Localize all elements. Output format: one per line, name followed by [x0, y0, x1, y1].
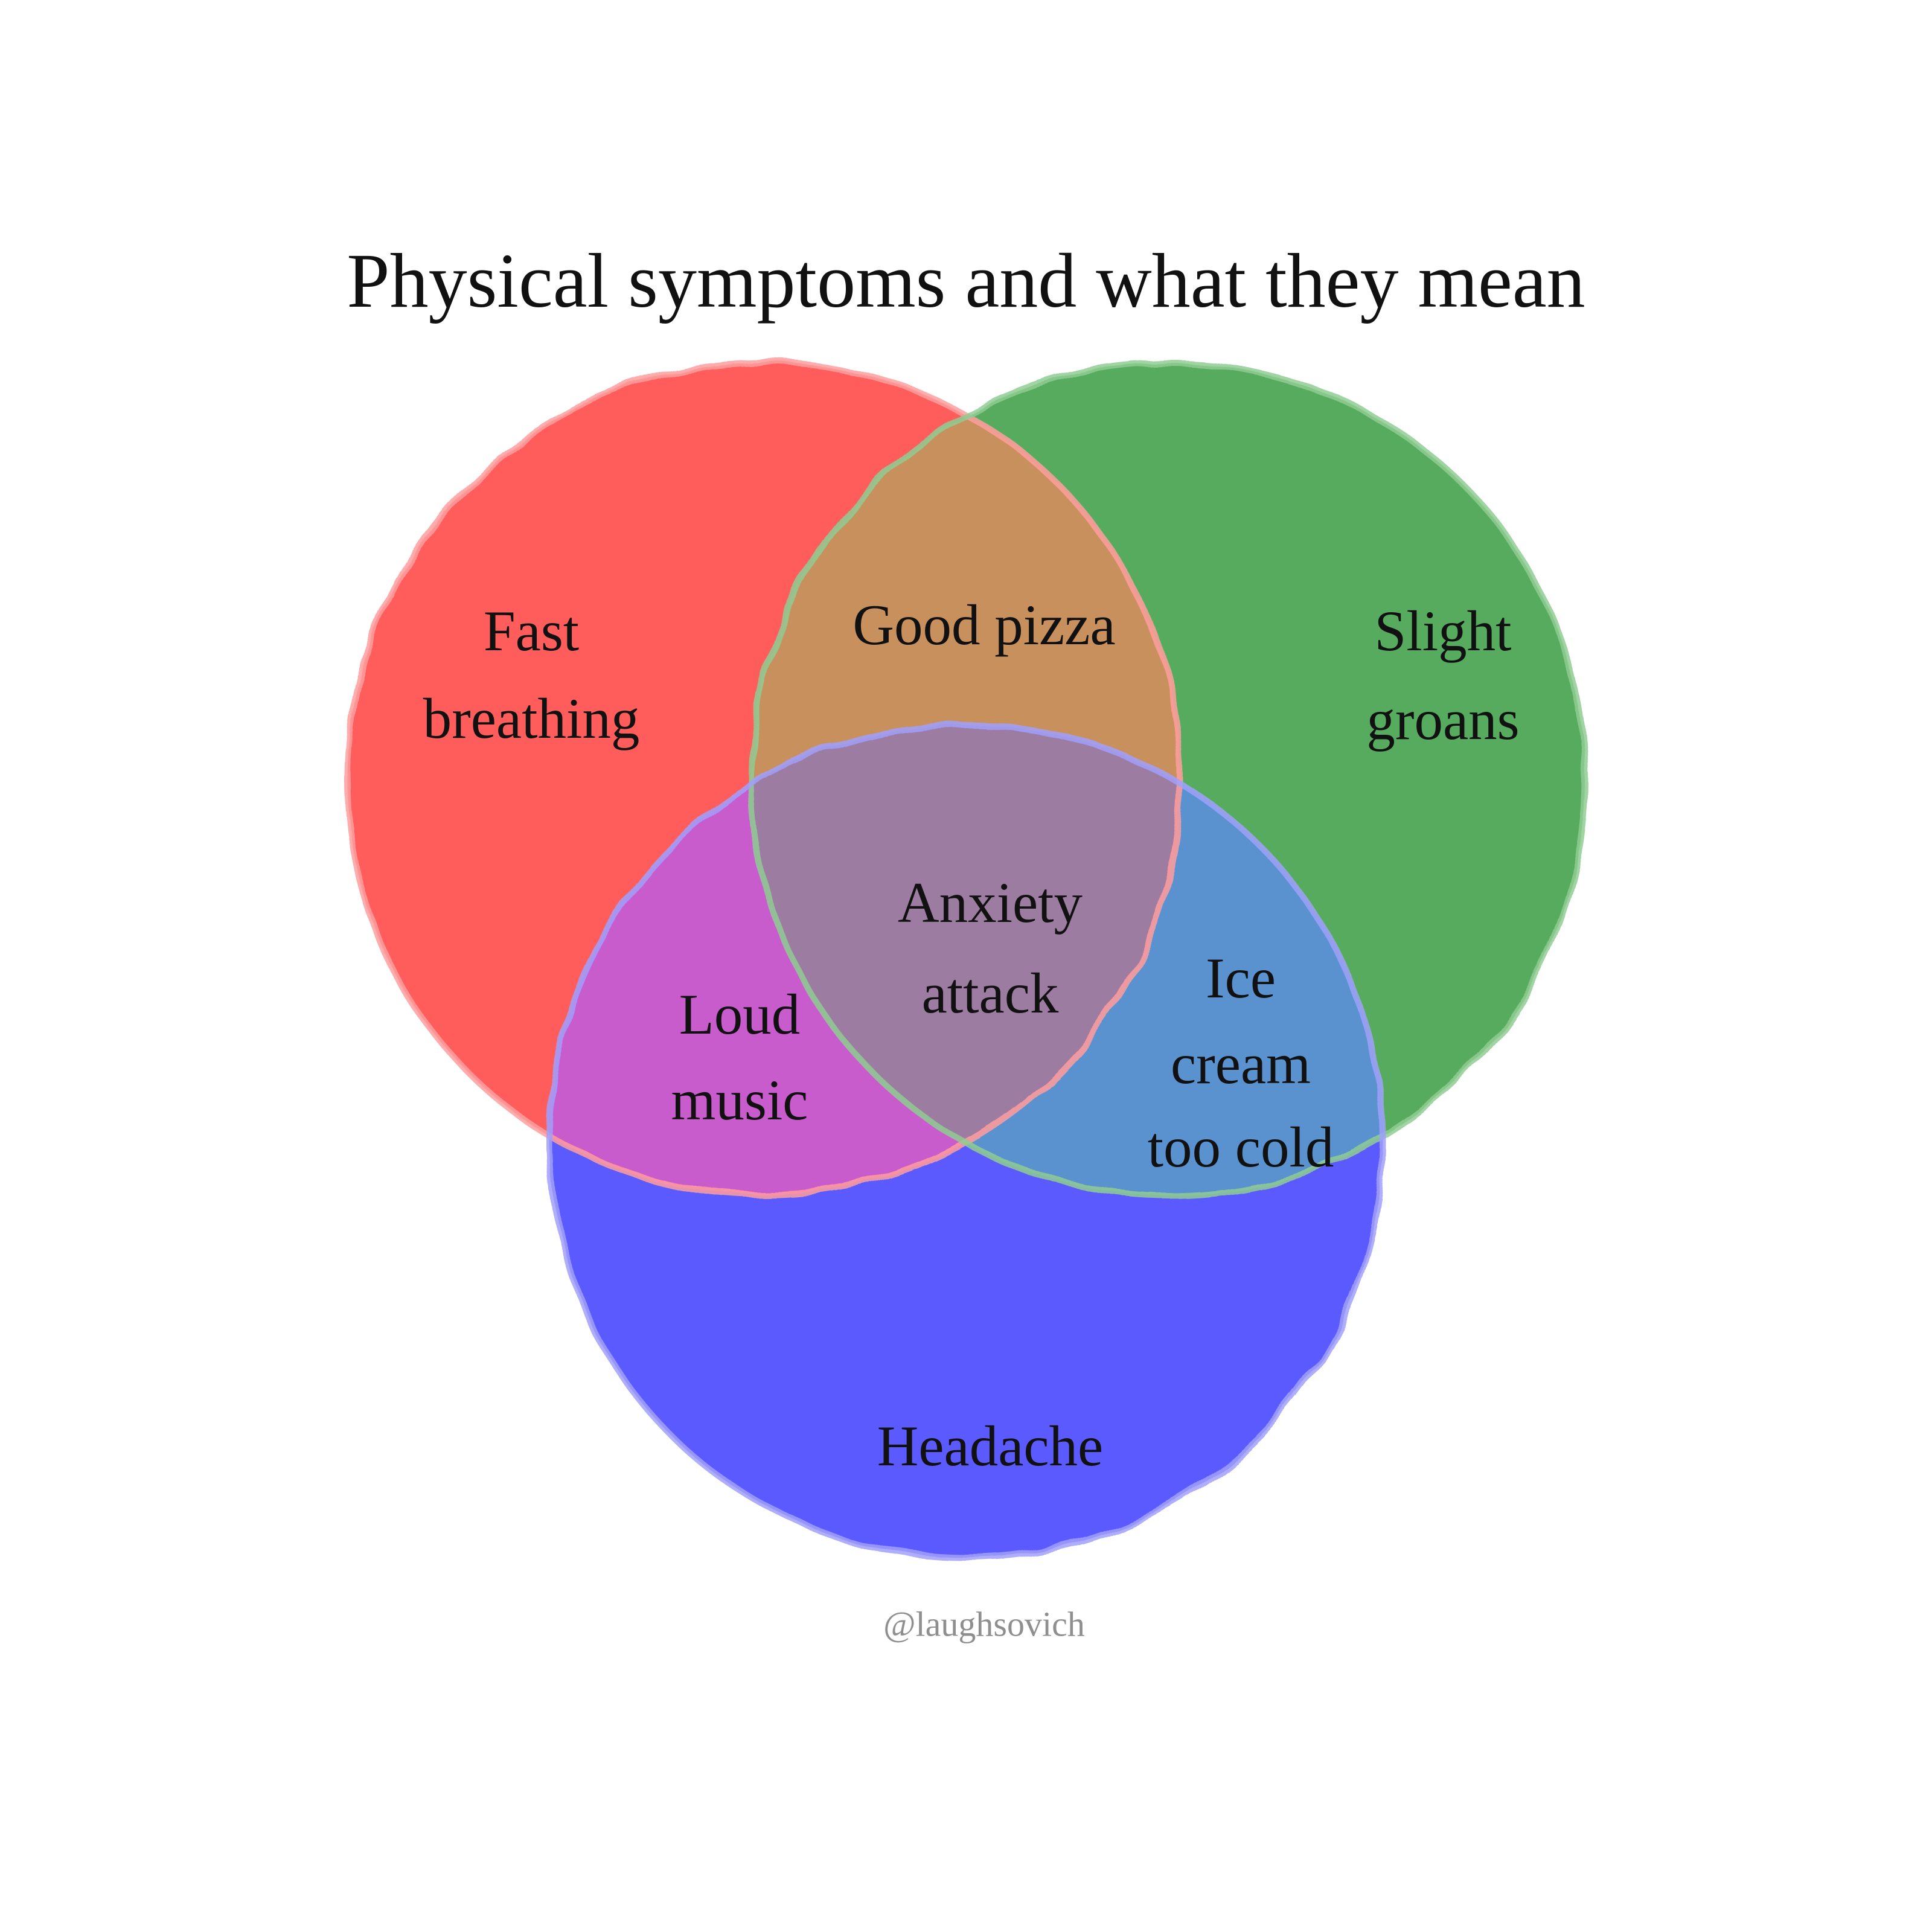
label-ice-cream-too-cold-line2: cream [1171, 1032, 1311, 1096]
label-fast-breathing-line1: Fast [484, 599, 579, 663]
label-headache: Headache [877, 1414, 1103, 1478]
green-circle-outline [749, 359, 1588, 1198]
label-loud-music-line1: Loud [679, 982, 801, 1046]
label-ice-cream-too-cold-line3: too cold [1148, 1115, 1334, 1179]
label-slight-groans-line2: groans [1366, 688, 1519, 752]
label-fast-breathing-line2: breathing [423, 686, 640, 750]
label-good-pizza: Good pizza [852, 593, 1115, 657]
watermark: @laughsovich [883, 1605, 1085, 1644]
label-anxiety-attack-line1: Anxiety [898, 871, 1083, 935]
label-slight-groans-line1: Slight [1374, 599, 1511, 663]
page-title: Physical symptoms and what they mean [347, 238, 1585, 324]
red-circle-outline [344, 359, 1183, 1198]
label-anxiety-attack-line2: attack [922, 961, 1059, 1025]
label-slight-groans: Slight groans [1366, 599, 1519, 752]
label-fast-breathing: Fast breathing [423, 599, 640, 750]
label-ice-cream-too-cold: Ice cream too cold [1148, 946, 1334, 1179]
label-loud-music-line2: music [671, 1068, 808, 1132]
label-anxiety-attack: Anxiety attack [898, 871, 1083, 1025]
venn-circles-group [344, 359, 1588, 1561]
blue-circle-outline [546, 721, 1386, 1561]
label-ice-cream-too-cold-line1: Ice [1206, 946, 1276, 1010]
label-loud-music: Loud music [671, 982, 808, 1132]
